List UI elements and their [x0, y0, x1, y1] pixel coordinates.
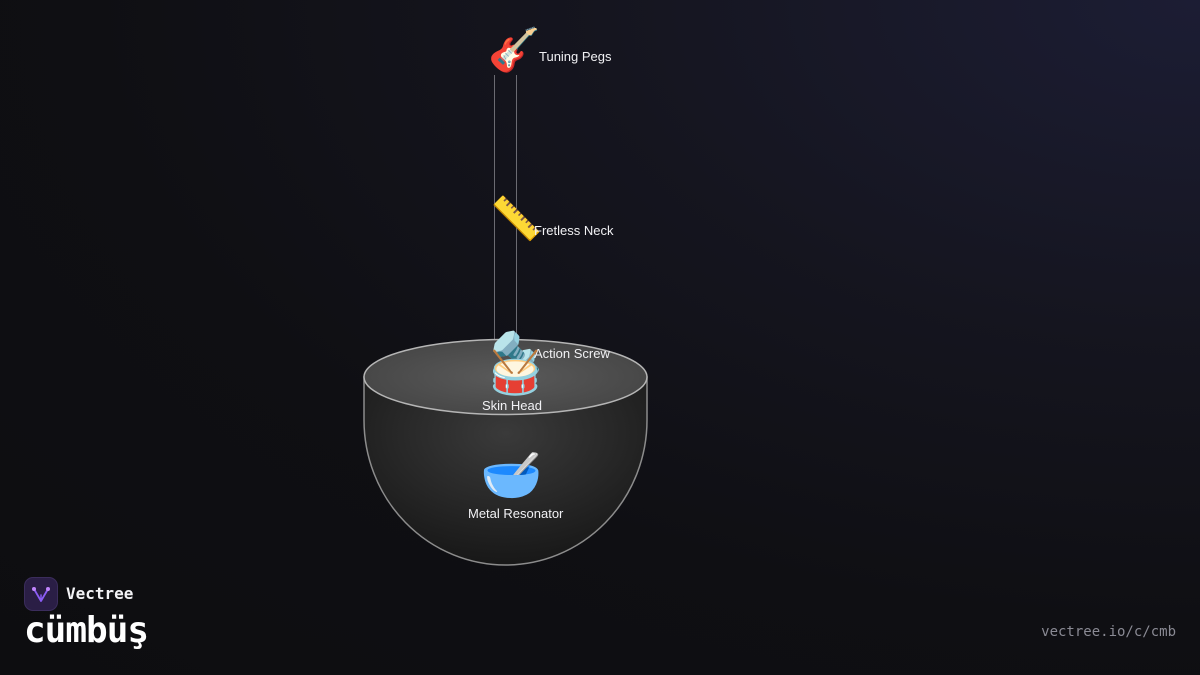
- action-screw-label: Action Screw: [534, 346, 610, 361]
- resonator-bowl: [363, 376, 648, 566]
- page-url[interactable]: vectree.io/c/cmb: [1041, 624, 1176, 640]
- tuning-pegs-label: Tuning Pegs: [539, 49, 612, 64]
- drum-icon: 🥁: [489, 348, 542, 397]
- vectree-logo-icon: [24, 577, 58, 611]
- page-title: cümbüş: [24, 610, 149, 651]
- ruler-icon: 📏: [490, 194, 543, 243]
- brand-name: Vectree: [66, 584, 134, 603]
- metal-resonator-label: Metal Resonator: [468, 506, 564, 521]
- bowl-with-spoon-icon: 🥣: [480, 446, 543, 504]
- skin-head-surface: [363, 338, 648, 416]
- skin-head-label: Skin Head: [482, 398, 542, 413]
- guitar-icon: 🎸: [488, 25, 541, 74]
- nut-and-bolt-icon: 🔩: [490, 329, 543, 378]
- fretless-neck-label: Fretless Neck: [534, 223, 614, 238]
